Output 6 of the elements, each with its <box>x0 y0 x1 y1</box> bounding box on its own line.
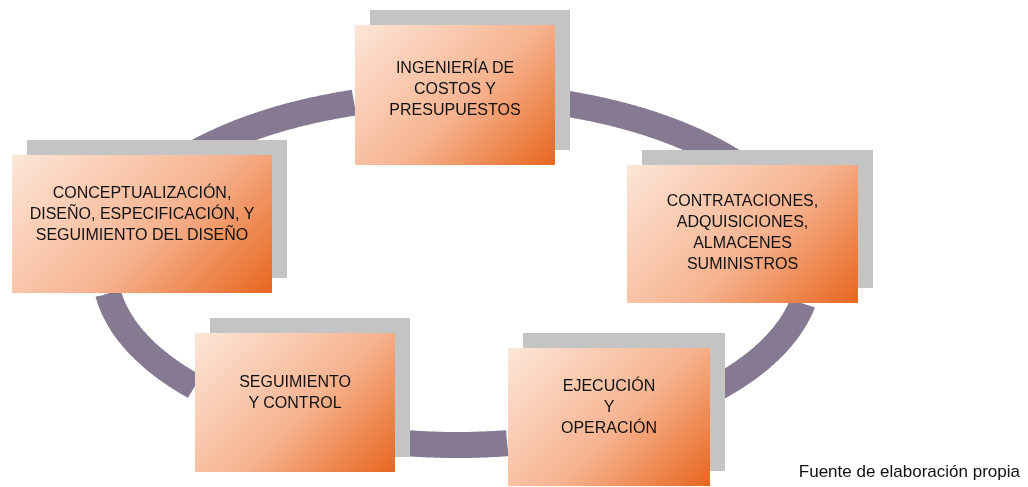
box-text: CONTRATACIONES, ADQUISICIONES, ALMACENES SUMINISTROS <box>665 191 820 274</box>
box-text: INGENIERÍA DE COSTOS Y PRESUPUESTOS <box>388 57 522 120</box>
box-text: EJECUCIÓN Y OPERACIÓN <box>560 375 658 438</box>
box-text: CONCEPTUALIZACIÓN, DISEÑO, ESPECIFICACIÓN, Y SEGUIMIENTO DEL DISEÑO <box>28 182 256 245</box>
box-text: SEGUIMIENTO Y CONTROL <box>239 371 351 413</box>
source-note: Fuente de elaboración propia <box>798 462 1020 482</box>
